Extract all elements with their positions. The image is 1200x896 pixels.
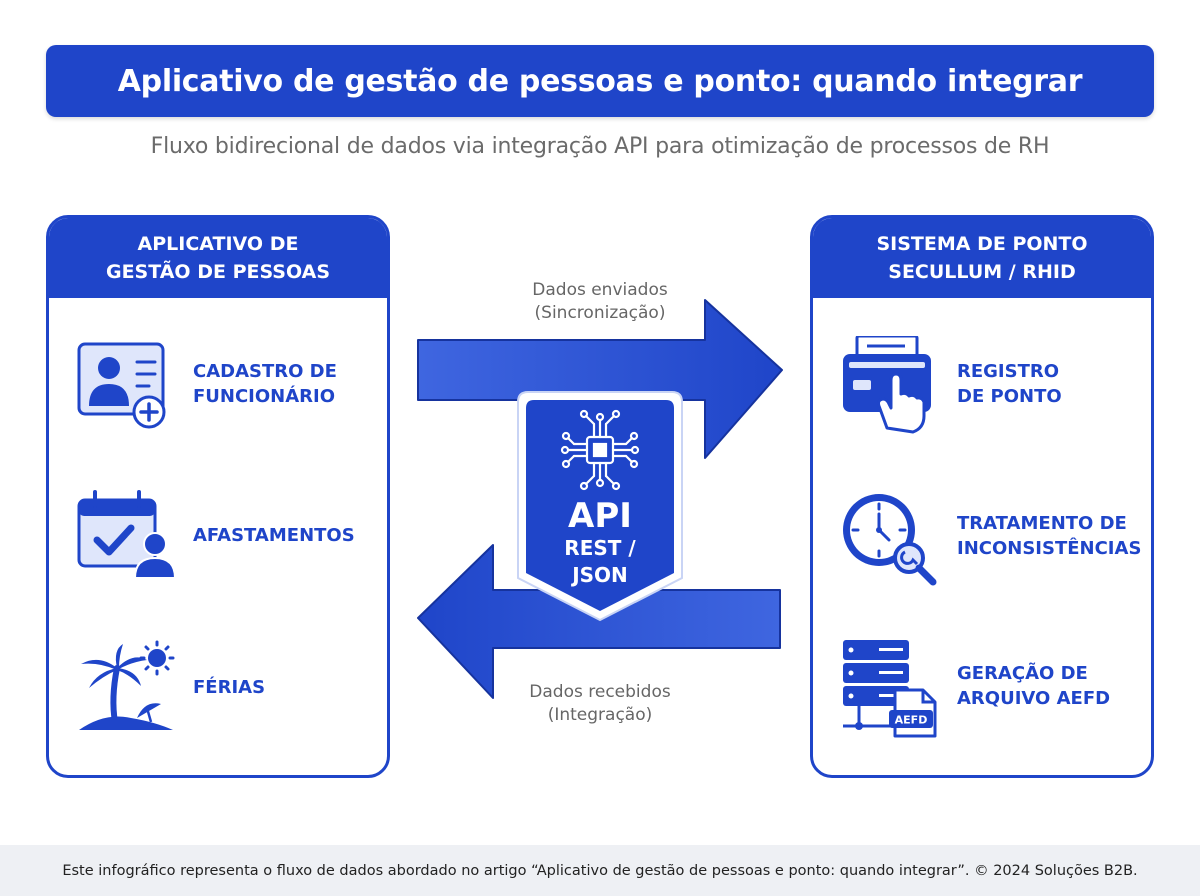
calendar-check-person-icon [77, 490, 175, 579]
item-leaves: AFASTAMENTOS [49, 486, 387, 586]
api-json-label: JSON [570, 563, 628, 587]
item-employee-registration: CADASTRO DE FUNCIONÁRIO [49, 336, 387, 436]
aefd-file-generation-label: GERAÇÃO DE ARQUIVO AEFD [957, 661, 1110, 711]
title-bar: Aplicativo de gestão de pessoas e ponto:… [46, 45, 1154, 117]
sent-flow-label: Dados enviados (Sincronização) [480, 279, 720, 325]
aefd-file-generation-line1: GERAÇÃO DE [957, 663, 1088, 684]
people-management-panel: APLICATIVO DE GESTÃO DE PESSOAS CADASTRO… [46, 215, 390, 778]
aefd-file-generation-line2: ARQUIVO AEFD [957, 688, 1111, 709]
time-clock-panel-header: SISTEMA DE PONTO SECULLUM / RHID [813, 218, 1151, 298]
time-registration-label: REGISTRO DE PONTO [957, 359, 1062, 409]
page-title: Aplicativo de gestão de pessoas e ponto:… [117, 63, 1083, 99]
received-flow-line1: Dados recebidos [529, 682, 671, 702]
panel-title-line1: SISTEMA DE PONTO [876, 233, 1088, 255]
vacation-line1: FÉRIAS [193, 677, 266, 698]
inconsistency-handling-line1: TRATAMENTO DE [957, 513, 1127, 534]
panel-title-line2: GESTÃO DE PESSOAS [105, 261, 331, 283]
employee-registration-line2: FUNCIONÁRIO [193, 386, 336, 407]
received-flow-line2: (Integração) [547, 705, 653, 725]
flow-diagram: API REST / JSON [417, 299, 783, 699]
leaves-line1: AFASTAMENTOS [193, 525, 355, 546]
footer: Este infográfico representa o fluxo de d… [0, 845, 1200, 896]
inconsistency-handling-line2: INCONSISTÊNCIAS [957, 538, 1142, 559]
clock-magnifier-icon [843, 494, 937, 586]
server-file-icon: AEFD [843, 640, 937, 738]
item-time-registration: REGISTRO DE PONTO [813, 336, 1151, 436]
item-vacation: FÉRIAS [49, 638, 387, 738]
item-inconsistency-handling: TRATAMENTO DE INCONSISTÊNCIAS [813, 488, 1151, 588]
footer-text: Este infográfico representa o fluxo de d… [62, 862, 1138, 879]
employee-registration-line1: CADASTRO DE [193, 361, 337, 382]
employee-registration-label: CADASTRO DE FUNCIONÁRIO [193, 359, 337, 409]
time-registration-line1: REGISTRO [957, 361, 1060, 382]
item-aefd-file-generation: AEFD GERAÇÃO DE ARQUIVO AEFD [813, 638, 1151, 738]
leaves-label: AFASTAMENTOS [193, 523, 355, 548]
sync-arrow-right [417, 299, 783, 459]
aefd-file-badge: AEFD [895, 714, 928, 727]
sent-flow-line1: Dados enviados [532, 280, 668, 300]
api-rest-label: REST / [564, 536, 636, 560]
chip-circuit-icon [560, 409, 640, 491]
panel-title-line1: APLICATIVO DE [137, 233, 299, 255]
api-label: API [568, 496, 632, 536]
employee-card-add-icon [77, 342, 166, 429]
time-clock-finger-icon [843, 336, 931, 434]
integration-arrow-left [417, 544, 781, 699]
received-flow-label: Dados recebidos (Integração) [480, 681, 720, 727]
palm-tree-island-icon [79, 640, 175, 730]
time-clock-panel: SISTEMA DE PONTO SECULLUM / RHID REGISTR… [810, 215, 1154, 778]
vacation-label: FÉRIAS [193, 675, 265, 700]
api-badge: API REST / JSON [517, 391, 683, 622]
sent-flow-line2: (Sincronização) [534, 303, 666, 323]
inconsistency-handling-label: TRATAMENTO DE INCONSISTÊNCIAS [957, 511, 1141, 561]
people-management-panel-header: APLICATIVO DE GESTÃO DE PESSOAS [49, 218, 387, 298]
panel-title-line2: SECULLUM / RHID [888, 261, 1076, 283]
time-registration-line2: DE PONTO [957, 386, 1062, 407]
page-subtitle: Fluxo bidirecional de dados via integraç… [150, 134, 1050, 159]
